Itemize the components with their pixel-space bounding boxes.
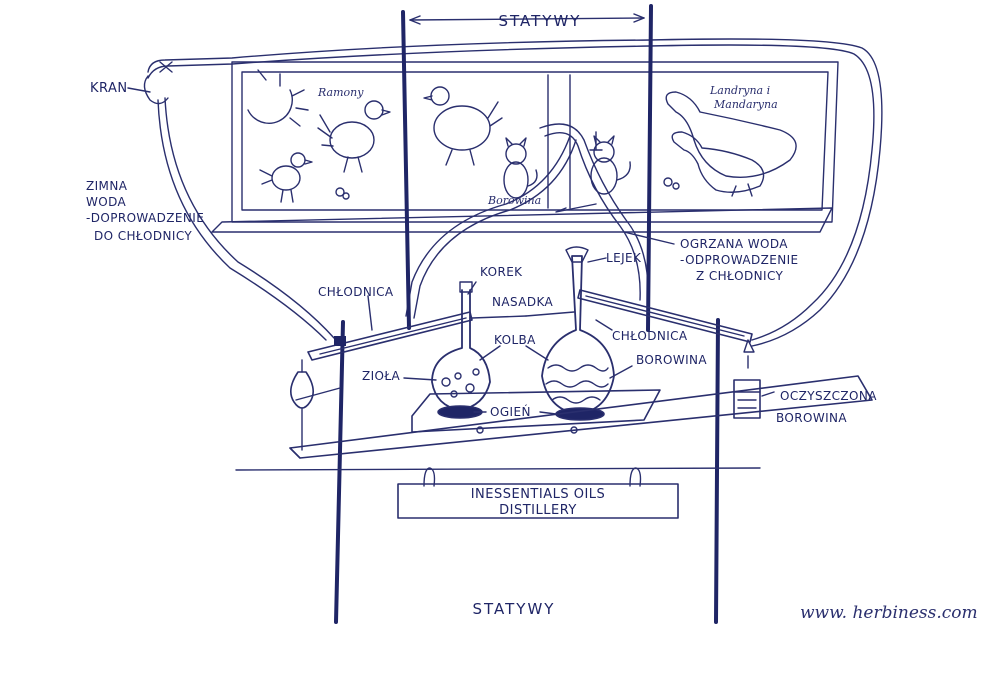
flask-herbs <box>431 281 491 411</box>
chlodnica-left-label: CHŁODNICA <box>318 285 394 299</box>
rooster-drawing <box>317 100 391 173</box>
distillery-sign: INESSENTIALS OILS DISTILLERY <box>397 467 679 519</box>
zimna-woda-label-4: DO CHŁODNICY <box>94 229 192 243</box>
flowers-drawing <box>335 177 680 200</box>
sun-drawing <box>247 69 309 127</box>
sign-line-1: INESSENTIALS OILS <box>471 487 606 502</box>
table <box>235 375 873 471</box>
hen-drawing <box>423 86 503 166</box>
zimna-woda-label-3: -DOPROWADZENIE <box>86 211 204 225</box>
ogrzana-woda-label-2: -ODPROWADZENIE <box>680 253 799 267</box>
oczyszczona-label-1: OCZYSZCZONA <box>780 389 877 403</box>
lejek-label: LEJEK <box>606 251 642 265</box>
nasadka-label: NASADKA <box>492 295 554 309</box>
korek-label: KOREK <box>480 265 523 279</box>
website-signature: www. herbiness.com <box>800 603 978 623</box>
cat-drawing-right <box>590 135 631 195</box>
beaker-clean-borowina <box>733 379 761 419</box>
oczyszczona-label-2: BOROWINA <box>776 411 847 425</box>
ogien-label: OGIEŃ <box>490 404 531 419</box>
landryna-label-2: Mandaryna <box>713 98 778 111</box>
stand-rods <box>334 4 720 624</box>
hotplate <box>411 389 661 434</box>
ogrzana-woda-label-1: OGRZANA WODA <box>680 237 788 251</box>
ogrzana-woda-label-3: Z CHŁODNICY <box>696 269 784 283</box>
separatory-funnel <box>290 359 341 451</box>
water-tubing <box>127 38 883 347</box>
cat-drawing-left <box>503 137 538 199</box>
zimna-woda-label-1: ZIMNA <box>86 179 128 193</box>
ziola-label: ZIOŁA <box>362 369 401 383</box>
ramony-label: Ramony <box>317 86 364 99</box>
statywy-bottom-label: STATYWY <box>473 600 556 618</box>
geese-drawing <box>665 91 797 197</box>
kran-label: KRAN <box>90 81 128 96</box>
kolba-label: KOLBA <box>494 333 536 347</box>
chlodnica-right-label: CHŁODNICA <box>612 329 688 343</box>
borowina-label: BOROWINA <box>636 353 707 367</box>
condenser-right <box>577 289 755 369</box>
landryna-label-1: Landryna i <box>709 84 770 97</box>
condenser-left <box>307 311 473 361</box>
statywy-top-label: STATYWY <box>499 12 582 30</box>
sign-line-2: DISTILLERY <box>499 503 577 518</box>
tap-icon <box>143 61 173 105</box>
wall-picture: Ramony Landryna i Mandaryna Borowina <box>211 61 839 233</box>
zimna-woda-label-2: WODA <box>86 195 127 209</box>
pointer-lines <box>367 203 775 415</box>
chick-drawing <box>259 152 313 203</box>
flask-borowina <box>541 246 615 415</box>
